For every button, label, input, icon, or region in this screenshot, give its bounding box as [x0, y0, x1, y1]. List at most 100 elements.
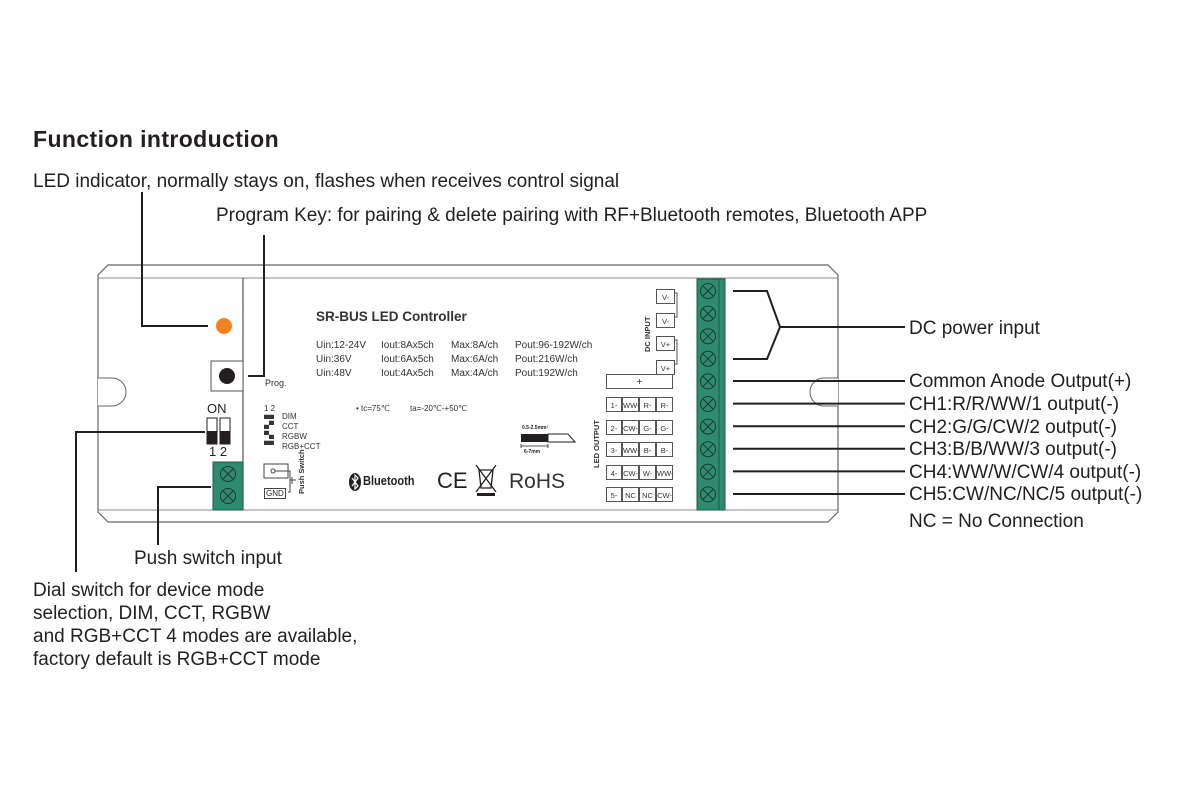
dip-switch-1-lever — [207, 431, 217, 444]
dc-input-label: DC INPUT — [643, 316, 652, 352]
output-terminal-label: 2- — [606, 419, 622, 435]
output-terminal-label: CW- — [622, 419, 639, 435]
common-anode-terminal-label: + — [606, 374, 673, 389]
push-switch-callout: Push switch input — [134, 548, 282, 569]
output-terminal-label: WW- — [656, 464, 674, 480]
nc-note: NC = No Connection — [909, 511, 1084, 532]
ce-mark: CE — [437, 468, 468, 493]
output-terminal-label: W- — [639, 464, 656, 480]
spec-cell: Iout:6Ax5ch — [381, 354, 434, 365]
output-terminal-label: WW- — [622, 442, 640, 458]
output-terminal-label: B- — [656, 442, 673, 458]
output-terminal-label: WW- — [622, 397, 640, 412]
dip-position-icon: ▀▄ — [264, 432, 274, 439]
spec-cell: Iout:8Ax5ch — [381, 340, 434, 351]
screw-icon — [220, 488, 236, 504]
gnd-label: GND — [264, 488, 286, 499]
output-terminal-label: R- — [656, 397, 673, 412]
dc-terminal-label: V- — [656, 312, 675, 328]
ta-rating: ta=-20℃-+50℃ — [410, 404, 468, 413]
strip-length-label: 6-7mm — [524, 449, 541, 455]
dial-switch-callout-line-1: Dial switch for device mode — [33, 580, 265, 601]
output-terminal-label: CW- — [622, 464, 639, 480]
mode-label: RGBW — [282, 432, 307, 441]
mode-header: 1 2 — [264, 404, 276, 413]
push-switch-terminal — [212, 461, 244, 511]
dial-switch-callout-line-4: factory default is RGB+CCT mode — [33, 649, 321, 670]
page-title: Function introduction — [33, 126, 280, 152]
tc-rating: • tc=75℃ — [356, 404, 390, 413]
output-terminal-label: NC — [622, 487, 639, 503]
output-terminal-label: NC — [639, 487, 656, 503]
output-terminal-label: CW- — [656, 487, 673, 503]
program-key-callout-line — [248, 235, 265, 377]
wire-gauge-label: 0.5-2.5mm² — [522, 425, 549, 431]
screw-icon — [700, 396, 716, 412]
output-terminal-label: 3- — [606, 442, 622, 458]
screw-icon — [700, 463, 716, 480]
output-terminal-label: 1- — [606, 397, 622, 412]
device-name: SR-BUS LED Controller — [316, 309, 467, 324]
dip-on-label: ON — [207, 401, 227, 416]
dc-terminal-label: V- — [656, 289, 675, 304]
dip-callout-line — [75, 431, 205, 572]
dip-numbers: 1 2 — [209, 444, 228, 459]
screw-icon — [700, 350, 716, 367]
common-anode-callout: Common Anode Output(+) — [909, 371, 1132, 392]
spec-cell: Uin:12-24V — [316, 340, 367, 351]
mode-label: RGB+CCT — [282, 442, 321, 451]
spec-cell: Max:8A/ch — [451, 340, 499, 351]
wire-strip-icon — [520, 433, 577, 448]
spec-cell: Uin:48V — [316, 368, 352, 379]
dc-terminal-label: V+ — [656, 336, 675, 351]
ch3-callout: CH3:B/B/WW/3 output(-) — [909, 439, 1117, 460]
dc-power-input-callout: DC power input — [909, 318, 1040, 339]
spec-cell: Pout:216W/ch — [515, 354, 578, 365]
mounting-slot-left — [98, 377, 127, 407]
spec-cell: Max:6A/ch — [451, 354, 499, 365]
spec-cell: Pout:96-192W/ch — [515, 340, 593, 351]
push-switch-label: Push Switch — [297, 449, 306, 494]
mode-label: CCT — [282, 422, 299, 431]
weee-bin-icon — [475, 464, 497, 496]
screw-icon — [700, 418, 716, 435]
ch5-callout: CH5:CW/NC/NC/5 output(-) — [909, 484, 1143, 505]
led-callout-line — [141, 192, 208, 327]
program-key-callout: Program Key: for pairing & delete pairin… — [216, 205, 928, 226]
spec-cell: Iout:4Ax5ch — [381, 368, 434, 379]
screw-icon — [700, 305, 716, 322]
screw-icon — [220, 466, 236, 482]
output-terminal-label: B- — [639, 442, 656, 458]
output-terminal-label: R- — [639, 397, 656, 412]
dial-switch-callout-line-2: selection, DIM, CCT, RGBW — [33, 603, 271, 624]
screw-icon — [700, 373, 716, 390]
spec-cell: Max:4A/ch — [451, 368, 499, 379]
prog-label: Prog. — [265, 378, 287, 388]
led-indicator-callout: LED indicator, normally stays on, flashe… — [33, 171, 620, 192]
bluetooth-icon — [349, 473, 361, 491]
led-output-label: LED OUTPUT — [592, 420, 601, 468]
output-terminal-label: G- — [639, 419, 656, 435]
screw-icon — [700, 441, 716, 458]
led-indicator-icon — [216, 318, 232, 334]
screw-icon — [700, 328, 716, 345]
output-terminal-label: 5- — [606, 487, 622, 503]
dip-switch-2-lever — [220, 431, 230, 444]
push-switch-callout-line — [157, 486, 211, 545]
screw-icon — [700, 486, 716, 503]
spec-cell: Uin:36V — [316, 354, 352, 365]
dc-terminal-label: V+ — [656, 359, 675, 375]
program-key-button[interactable] — [219, 368, 235, 384]
ch1-callout: CH1:R/R/WW/1 output(-) — [909, 394, 1120, 415]
screw-icon — [700, 283, 716, 299]
output-terminal-label: G- — [656, 419, 673, 435]
dip-position-icon: ▄▄ — [264, 412, 274, 419]
dip-position-icon: ▄▀ — [264, 422, 274, 429]
mounting-slot-right — [809, 377, 838, 407]
dip-position-icon: ▀▀ — [264, 442, 274, 449]
output-terminal-label: 4- — [606, 464, 622, 480]
bluetooth-label: Bluetooth — [363, 473, 415, 488]
dial-switch-callout-line-3: and RGB+CCT 4 modes are available, — [33, 626, 358, 647]
controller-housing — [97, 264, 839, 523]
